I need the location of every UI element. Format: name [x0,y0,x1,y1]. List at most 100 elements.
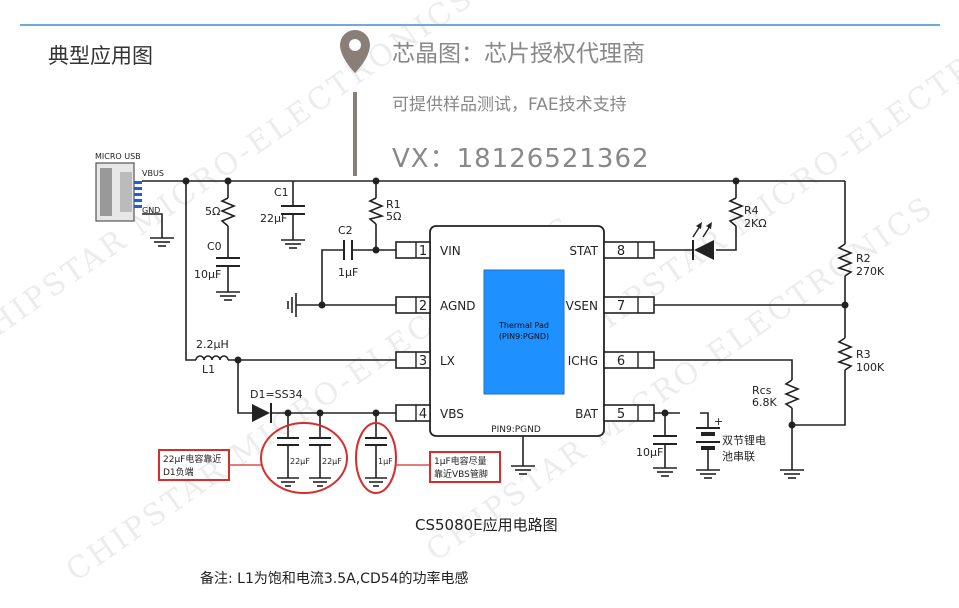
junction-dot [732,177,740,185]
ground-icon [696,469,720,479]
l1-value: 2.2μH [196,338,229,351]
pin-name: STAT [569,244,598,258]
r3-bottom-wire [792,370,846,426]
thermal-pad-label: Thermal Pad [498,321,549,330]
pin-number: 5 [617,407,625,422]
junction-dot [372,409,380,417]
pin-box-1 [395,241,431,259]
junction-dot [318,301,326,309]
capacitor-c0 [216,257,240,267]
pin-box-6 [603,351,655,369]
resistor-r1 [367,197,385,225]
ichg-wire [654,359,793,380]
battery-plus: + [714,415,723,428]
section-title: 典型应用图 [48,44,153,68]
capacitor-c1 [281,205,305,215]
pin-number: 7 [617,299,625,314]
junction-dot [234,356,242,364]
cap22a-value: 22μF [290,457,310,466]
r4-label: R4 [744,204,759,217]
pin-box-8 [603,241,655,259]
r4-value: 2KΩ [744,217,767,230]
rcs-value: 6.8K [752,396,777,409]
d1-label: D1=SS34 [250,388,303,401]
pin-number: 3 [419,354,427,369]
pin-box-3 [395,351,431,369]
pin-name: VBS [440,407,464,421]
pin-name: ICHG [568,354,598,368]
c2-label: C2 [338,224,353,237]
cap1-value: 1μF [378,457,393,466]
r5-label: 5Ω [205,205,220,218]
cap22b-value: 22μF [322,457,342,466]
junction-dot [372,177,380,185]
c0-label: C0 [207,240,222,253]
pin-number: 4 [419,407,427,422]
junction-dot [182,177,190,185]
ad-title: 芯晶图：芯片授权代理商 [392,41,645,67]
battery-label-2: 池串联 [722,450,755,463]
pin-box-7 [603,296,655,314]
junction-dot [316,409,324,417]
ground-icon [216,291,240,301]
inductor-l1 [195,355,229,361]
junction-dot [284,409,292,417]
pin-number: 6 [617,354,625,369]
d1-anode-wire [237,360,252,414]
ground-icon [287,293,297,317]
status-led-icon [692,222,714,260]
pgnd-label: PIN9:PGND [491,425,541,435]
thermal-pad [483,269,565,395]
micro-usb-connector [95,162,162,222]
l1-input-wire [185,181,196,361]
l1-label: L1 [202,363,215,376]
ground-icon [281,239,305,249]
capacitor-22uf-b [309,437,331,478]
capacitor-c2 [343,240,353,260]
ground-icon [653,467,677,477]
junction-dot [841,301,849,309]
c0-value: 10μF [194,268,221,281]
ground-icon [780,469,804,479]
r2-label: R2 [856,252,871,265]
pin-number: 1 [419,244,427,259]
resistor-5ohm [219,197,237,227]
junction-dot [224,177,232,185]
cbat-value: 10μF [636,446,663,459]
diagram-caption: CS5080E应用电路图 [415,516,558,534]
pin-number: 8 [617,244,625,259]
top-divider [20,24,940,26]
r1-label: R1 [386,198,401,211]
usb-gnd-wire [142,213,163,238]
diode-d1 [252,403,272,423]
ground-icon [511,465,535,475]
resistor-rcs [783,379,801,409]
ground-icon [277,477,299,487]
battery-icon [696,427,720,460]
bat-battery-wire [700,412,709,428]
junction-dot [788,421,796,429]
note-1uf-line1: 1μF电容尽量 [434,455,487,467]
capacitor-bat [653,435,677,445]
usb-label: MICRO USB [95,152,141,161]
c2-value: 1μF [338,266,358,279]
pin-name: VSEN [566,299,598,313]
c1-value: 22μF [260,212,287,225]
note-1uf-line2: 靠近VBS管脚 [434,468,488,480]
pin-name: AGND [440,299,476,313]
pin-box-2 [395,296,431,314]
ground-icon [309,477,331,487]
note-box-1uf [429,451,501,483]
note-22uf-line1: 22μF电容靠近 [163,453,221,465]
r1-vin-wire [375,224,396,251]
pin-box-4 [395,404,431,422]
junction-dot [372,246,380,254]
ad-contact: VX：18126521362 [392,144,650,174]
r1-value: 5Ω [386,210,401,223]
r2-value: 270K [856,265,885,278]
r3-value: 100K [856,361,885,374]
highlight-ellipse-22uf [260,422,348,494]
ground-icon [365,477,387,487]
highlight-ellipse-1uf [355,422,397,494]
